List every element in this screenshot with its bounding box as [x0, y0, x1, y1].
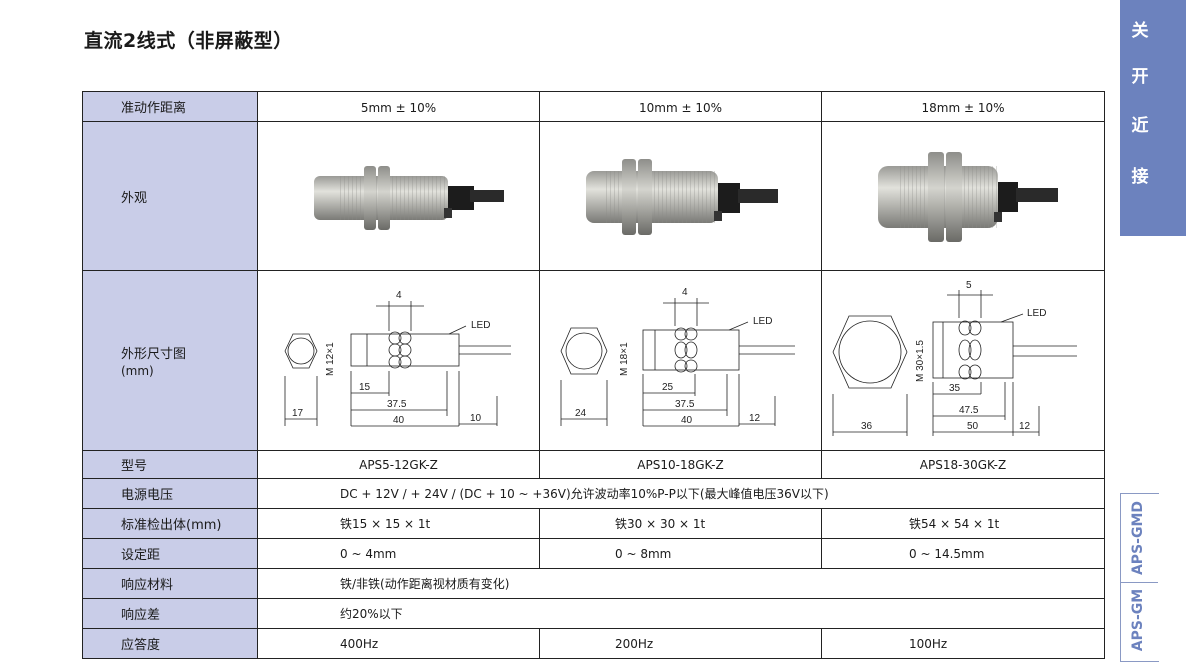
- side-label-lower: APS-GM: [1130, 588, 1146, 652]
- dim-led-2: LED: [753, 316, 772, 327]
- side-char-4: 关: [1131, 21, 1149, 41]
- hysteresis-value: 约20%以下: [257, 598, 1105, 629]
- setting-3: 0 ~ 14.5mm: [821, 538, 1105, 569]
- dim-thread: M 12×1: [325, 341, 336, 375]
- distance-1: 5mm ± 10%: [257, 91, 540, 122]
- material-value: 铁/非铁(动作距离视材质有变化): [257, 568, 1105, 599]
- dim-hex-3: 36: [861, 421, 873, 432]
- dimension-drawing-small: 17 M 12×1 LED 4 15 37.5 40: [284, 290, 511, 426]
- label-setting: 设定距: [82, 538, 258, 569]
- row-dimensions: 外形尺寸图 (mm) 17 M 12×1 LED 4: [82, 270, 1105, 451]
- dim-475: 47.5: [959, 405, 979, 416]
- drawing-cell-1: 17 M 12×1 LED 4 15 37.5 40: [257, 270, 540, 451]
- dim-top-2: 4: [682, 287, 688, 298]
- sensor-photo-large: [878, 152, 1058, 242]
- label-hysteresis: 响应差: [82, 598, 258, 629]
- distance-3: 18mm ± 10%: [821, 91, 1105, 122]
- setting-1: 0 ~ 4mm: [257, 538, 540, 569]
- page-title: 直流2线式（非屏蔽型）: [84, 30, 293, 52]
- dim-35: 35: [949, 383, 961, 394]
- dimension-drawing-medium: 24 M 18×1 LED 4 25 37.5 40: [560, 287, 795, 426]
- distance-2: 10mm ± 10%: [539, 91, 822, 122]
- model-3: APS18-30GK-Z: [821, 450, 1105, 479]
- dim-tail: 10: [470, 413, 482, 424]
- drawing-cell-3: 36 M 30×1.5 LED 5 35 47.5: [821, 270, 1105, 451]
- label-voltage: 电源电压: [82, 478, 258, 509]
- side-char-1: 接: [1131, 167, 1149, 187]
- dim-top-3: 5: [966, 280, 972, 291]
- frequency-3: 100Hz: [821, 628, 1105, 659]
- label-distance: 准动作距离: [82, 91, 258, 122]
- dim-top: 4: [396, 290, 402, 301]
- dim-375-2: 37.5: [675, 399, 695, 410]
- dim-tail-3: 12: [1019, 421, 1031, 432]
- spec-table: 准动作距离 5mm ± 10% 10mm ± 10% 18mm ± 10% 外观: [82, 91, 1105, 659]
- label-material: 响应材料: [82, 568, 258, 599]
- setting-2: 0 ~ 8mm: [539, 538, 822, 569]
- dim-50: 50: [967, 421, 979, 432]
- row-frequency: 应答度 400Hz 200Hz 100Hz: [82, 628, 1105, 659]
- side-char-2: 近: [1131, 116, 1149, 136]
- side-char-3: 开: [1131, 67, 1149, 87]
- row-hysteresis: 响应差 约20%以下: [82, 598, 1105, 629]
- drawing-cell-2: 24 M 18×1 LED 4 25 37.5 40: [539, 270, 822, 451]
- voltage-value: DC + 12V / + 24V / (DC + 10 ~ +36V)允许波动率…: [257, 478, 1105, 509]
- row-model: 型号 APS5-12GK-Z APS10-18GK-Z APS18-30GK-Z: [82, 450, 1105, 479]
- standard-1: 铁15 × 15 × 1t: [257, 508, 540, 539]
- label-model: 型号: [82, 450, 258, 479]
- frequency-1: 400Hz: [257, 628, 540, 659]
- model-2: APS10-18GK-Z: [539, 450, 822, 479]
- row-setting: 设定距 0 ~ 4mm 0 ~ 8mm 0 ~ 14.5mm: [82, 538, 1105, 569]
- photo-cell-3: [821, 121, 1105, 271]
- label-frequency: 应答度: [82, 628, 258, 659]
- dim-hex-2: 24: [575, 408, 587, 419]
- photo-cell-2: [539, 121, 822, 271]
- dim-led: LED: [471, 320, 490, 331]
- row-standard: 标准检出体(mm) 铁15 × 15 × 1t 铁30 × 30 × 1t 铁5…: [82, 508, 1105, 539]
- dimensions-label-text: 外形尺寸图: [121, 347, 187, 362]
- sensor-photo-small: [313, 166, 504, 230]
- dim-25: 25: [662, 382, 674, 393]
- dim-thread-2: M 18×1: [619, 341, 630, 375]
- photo-cell-1: [257, 121, 540, 271]
- dimension-drawing-large: 36 M 30×1.5 LED 5 35 47.5: [832, 280, 1077, 436]
- dim-375: 37.5: [387, 399, 407, 410]
- standard-2: 铁30 × 30 × 1t: [539, 508, 822, 539]
- dim-tail-2: 12: [749, 413, 761, 424]
- row-distance: 准动作距离 5mm ± 10% 10mm ± 10% 18mm ± 10%: [82, 91, 1105, 122]
- row-voltage: 电源电压 DC + 12V / + 24V / (DC + 10 ~ +36V)…: [82, 478, 1105, 509]
- side-label-upper: APS-GMD: [1130, 500, 1146, 576]
- model-1: APS5-12GK-Z: [257, 450, 540, 479]
- row-material: 响应材料 铁/非铁(动作距离视材质有变化): [82, 568, 1105, 599]
- label-dimensions: 外形尺寸图 (mm): [82, 270, 258, 451]
- dimensions-unit: (mm): [121, 364, 154, 378]
- side-label-divider: [1120, 582, 1158, 583]
- dim-hex: 17: [292, 408, 304, 419]
- row-appearance: 外观: [82, 121, 1105, 271]
- label-standard: 标准检出体(mm): [82, 508, 258, 539]
- dim-led-3: LED: [1027, 308, 1046, 319]
- frequency-2: 200Hz: [539, 628, 822, 659]
- standard-3: 铁54 × 54 × 1t: [821, 508, 1105, 539]
- dim-thread-3: M 30×1.5: [915, 339, 926, 381]
- sensor-photo-medium: [585, 159, 778, 235]
- dim-40: 40: [393, 415, 405, 426]
- dim-40-2: 40: [681, 415, 693, 426]
- side-tab: 接 近 开 关: [1120, 0, 1186, 236]
- dim-15: 15: [359, 382, 371, 393]
- label-appearance: 外观: [82, 121, 258, 271]
